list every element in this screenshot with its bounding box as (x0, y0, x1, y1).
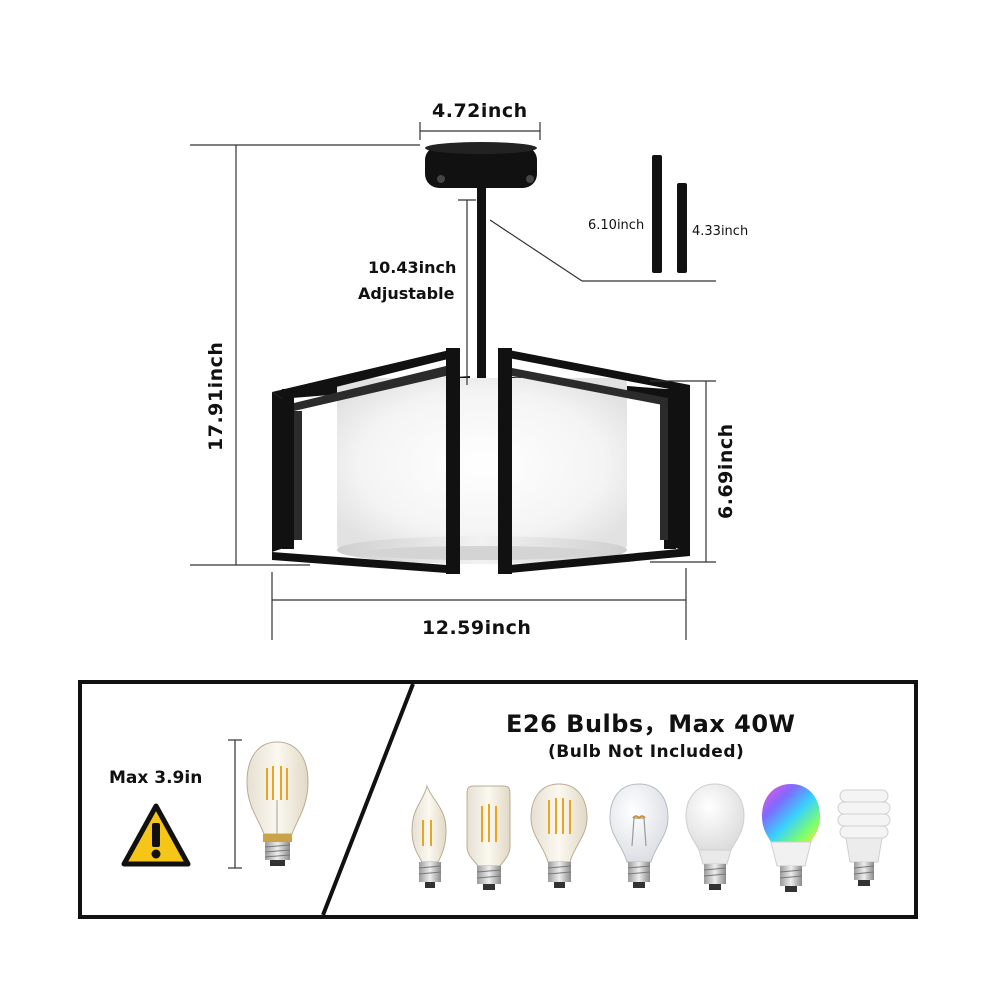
a19-incandescent-bulb-icon (609, 783, 669, 888)
bulb-not-included-note: (Bulb Not Included) (548, 742, 745, 762)
t45-edison-led-bulb-icon (466, 785, 511, 890)
bulb-info-panel (78, 680, 918, 919)
shade-height-label: 6.69inch (715, 423, 737, 519)
canopy-width-label: 4.72inch (432, 100, 528, 122)
st64-edison-bulb-icon (246, 741, 309, 866)
lamp-frame-left-panel (272, 348, 460, 574)
rod-long-icon (652, 155, 662, 273)
dimension-lines (190, 122, 716, 640)
max-height-bracket (228, 739, 242, 869)
total-height-label: 17.91inch (205, 341, 227, 451)
cfl-spiral-bulb-icon (837, 789, 891, 886)
warning-icon (121, 803, 191, 867)
bulb-type-title: E26 Bulbs，Max 40W (506, 710, 796, 738)
rod-adjustable-label: Adjustable (358, 284, 455, 303)
rod-short-length-label: 4.33inch (692, 224, 749, 239)
rod-length-label: 10.43inch (368, 258, 457, 277)
total-width-label: 12.59inch (422, 617, 532, 639)
rod-long-length-label: 6.10inch (588, 218, 645, 233)
rod-short-icon (677, 183, 687, 273)
lamp-frame-right-panel (498, 348, 690, 574)
candelabra-led-filament-bulb-icon (411, 784, 447, 888)
a19-led-white-bulb-icon (685, 783, 745, 890)
max-bulb-height-label: Max 3.9in (109, 768, 203, 788)
a19-led-filament-bulb-icon (530, 783, 588, 888)
lamp-canopy (425, 142, 537, 188)
rod-options (489, 155, 716, 282)
lamp-down-rod (477, 186, 486, 386)
ceiling-lamp-illustration (272, 142, 690, 574)
rgb-smart-bulb-icon (762, 784, 820, 892)
lamp-drum-shade (337, 378, 627, 564)
